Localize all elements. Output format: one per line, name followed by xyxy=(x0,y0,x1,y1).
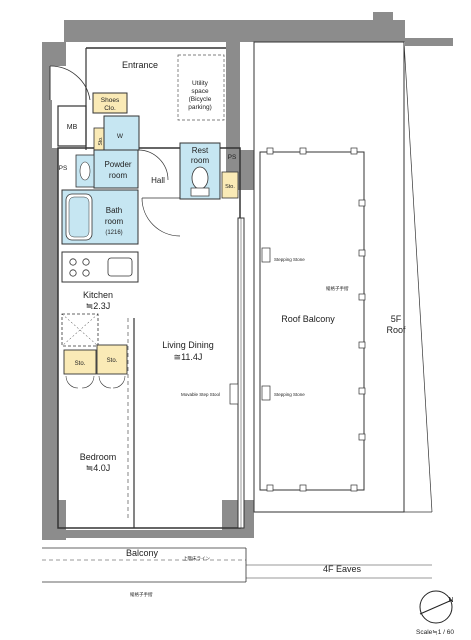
top-right-wall xyxy=(405,38,453,46)
stepping-stone-2 xyxy=(261,385,271,401)
label-living: Living Dining xyxy=(162,340,214,350)
label-hall: Hall xyxy=(151,176,165,185)
shoes-closet xyxy=(92,92,128,114)
label-balcony: Balcony xyxy=(126,548,159,558)
label-sto-rest: Sto. xyxy=(225,184,235,190)
note-stepping-stone-2: Stepping Stone xyxy=(274,392,305,397)
upper-left-wall xyxy=(42,42,66,66)
label-roof-balcony: Roof Balcony xyxy=(281,314,335,324)
note-stepping-stone-1: Stepping Stone xyxy=(274,257,305,262)
label-powder-2: room xyxy=(109,171,128,180)
label-sto-a: Sto. xyxy=(75,361,86,367)
label-eaves: 4F Eaves xyxy=(323,564,362,574)
mb-box xyxy=(57,105,87,147)
label-w: W xyxy=(117,133,124,140)
bottom-exterior-wall xyxy=(66,530,246,538)
powder-room xyxy=(93,149,139,189)
central-wall-ps xyxy=(238,150,254,190)
entrance-door-swing xyxy=(49,65,91,101)
label-living-size: ≅11.4J xyxy=(174,352,203,362)
label-5f-roof: Roof xyxy=(386,325,406,335)
label-bath-2: room xyxy=(105,217,124,226)
label-utility-2: space xyxy=(191,88,209,95)
kitchen-counter xyxy=(61,251,139,283)
label-kitchen: Kitchen xyxy=(83,290,113,300)
label-powder-1: Powder xyxy=(104,160,131,169)
roof-balcony-deck xyxy=(259,151,365,491)
label-kitchen-size: ≒2.3J xyxy=(86,301,111,311)
entry-jamb-wall xyxy=(42,66,50,102)
roof-balcony-outline xyxy=(253,41,405,513)
label-bath-1: Bath xyxy=(106,206,122,215)
left-wall-short xyxy=(42,100,52,148)
movable-step-stool xyxy=(229,383,239,405)
bedroom-storage-a xyxy=(63,349,97,375)
label-5f: 5F xyxy=(391,314,402,324)
label-rest-2: room xyxy=(191,156,210,165)
left-exterior-wall xyxy=(42,148,58,508)
top-exterior-wall xyxy=(64,20,405,42)
burner-icon xyxy=(69,258,77,266)
utility-space-outline xyxy=(177,54,225,121)
note-railing-top: 縦格子手摺 xyxy=(326,285,349,292)
label-sto-b: Sto. xyxy=(107,358,118,364)
note-movable-step-stool: Movable Step Stool xyxy=(181,392,220,397)
compass-icon xyxy=(419,590,453,624)
label-ps-right: PS xyxy=(228,154,237,161)
washer-area xyxy=(103,115,140,151)
note-railing-bottom: 縦格子手摺 xyxy=(130,591,153,598)
top-wall-notch xyxy=(373,12,393,24)
toilet-icon xyxy=(191,166,209,190)
rest-storage xyxy=(221,171,239,199)
label-entrance: Entrance xyxy=(122,60,158,70)
central-wall-upper xyxy=(226,42,240,190)
stepping-stone-1 xyxy=(261,247,271,263)
bedroom-storage-b xyxy=(96,344,128,375)
label-shoes-1: Shoes xyxy=(101,97,120,104)
note-scale: Scale≒1 / 60 xyxy=(416,629,454,636)
label-utility-4: parking) xyxy=(188,104,211,111)
label-bedroom-size: ≒4.0J xyxy=(86,463,111,473)
note-upper-floor-line: 上階床ライン xyxy=(183,555,210,562)
label-sto-small: Sto. xyxy=(98,137,104,146)
label-rest-1: Rest xyxy=(192,146,209,155)
label-shoes-2: Clo. xyxy=(104,105,116,112)
label-utility-1: Utility xyxy=(192,80,209,87)
label-mb: MB xyxy=(67,124,78,131)
label-bedroom: Bedroom xyxy=(80,452,117,462)
label-ps-left: PS xyxy=(59,165,68,172)
fridge-space xyxy=(61,313,99,347)
compass-north-label: N xyxy=(448,597,453,604)
bottom-left-corner-wall xyxy=(42,500,66,540)
kitchen-sink xyxy=(107,257,133,277)
label-utility-3: (Bicycle xyxy=(189,96,212,103)
label-bath-size: (1216) xyxy=(105,230,122,236)
